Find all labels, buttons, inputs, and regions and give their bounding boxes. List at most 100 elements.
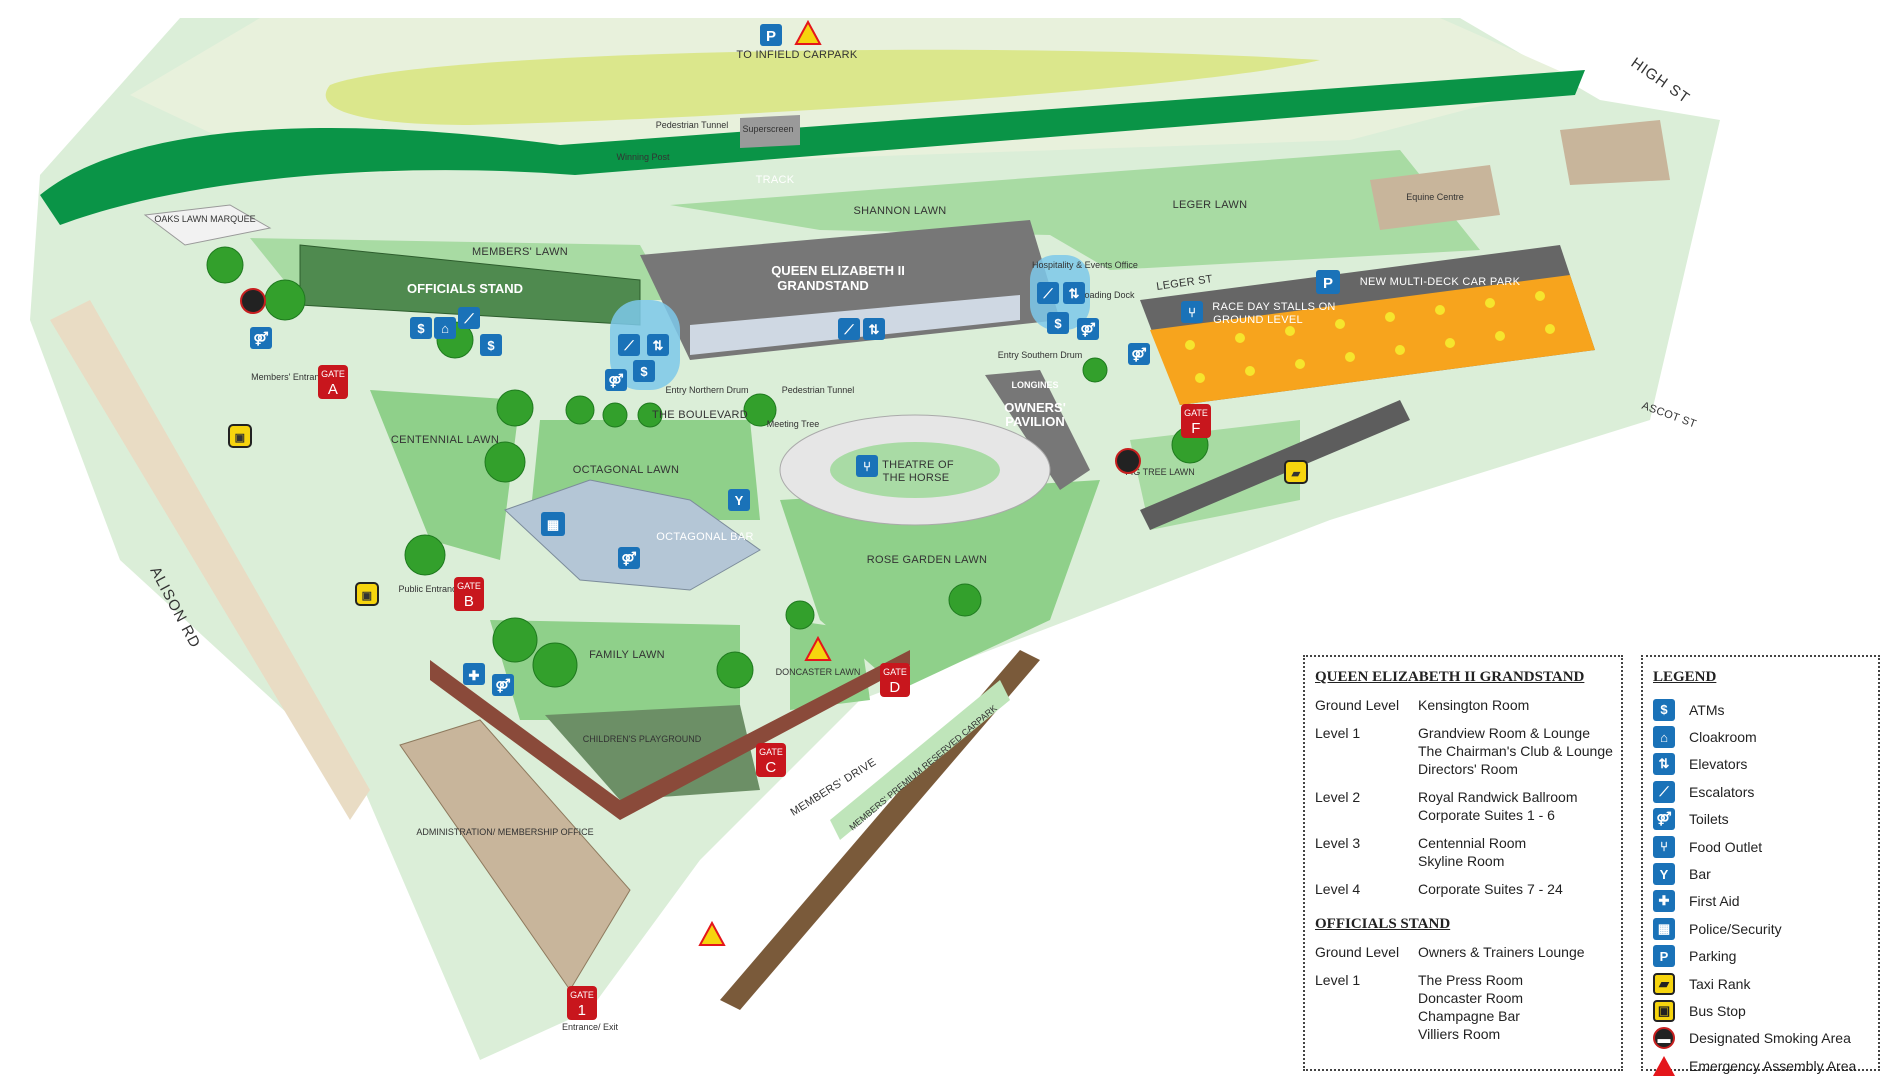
- atm-icon[interactable]: $: [410, 317, 432, 339]
- label-fig-tree: FIG TREE LAWN: [1125, 467, 1195, 477]
- fig-tree-stand: [1140, 400, 1410, 530]
- label-members-lawn: MEMBERS' LAWN: [472, 246, 568, 258]
- parking-icon: P: [1653, 945, 1675, 968]
- gate-1-letter: 1: [578, 1002, 587, 1019]
- room-name: Villiers Room: [1418, 1026, 1501, 1042]
- svg-text:▣: ▣: [362, 590, 373, 602]
- label-officials-stand: OFFICIALS STAND: [407, 281, 523, 296]
- food-outlet-icon[interactable]: ⑂: [1181, 301, 1203, 323]
- smoking-icon[interactable]: [240, 288, 266, 314]
- gate-c[interactable]: GATE C: [756, 743, 786, 777]
- escalator-icon[interactable]: ⟋: [838, 318, 860, 340]
- legend-item: ⇅Elevators: [1653, 751, 1868, 778]
- warning-icon: [698, 920, 726, 946]
- room-name: Champagne Bar: [1418, 1008, 1520, 1024]
- legend-item: ▬Designated Smoking Area: [1653, 1025, 1868, 1052]
- gate-f[interactable]: GATE F: [1181, 404, 1211, 438]
- label-meeting-tree: Meeting Tree: [767, 419, 820, 429]
- svg-text:⟋: ⟋: [843, 322, 854, 337]
- label-octagonal-lawn: OCTAGONAL LAWN: [573, 464, 679, 476]
- legend-title: LEGEND: [1653, 669, 1717, 685]
- label-high-st: HIGH ST: [1628, 54, 1693, 107]
- warning-icon: [1653, 1055, 1675, 1077]
- toilets-icon[interactable]: ⚤: [1077, 318, 1099, 340]
- escalator-icon[interactable]: ⟋: [1037, 282, 1059, 304]
- northern-drum: [610, 300, 680, 390]
- atm-icon: $: [1653, 698, 1675, 721]
- taxi-icon[interactable]: ▰: [1284, 460, 1308, 484]
- first-aid-icon[interactable]: ✚: [463, 663, 485, 685]
- cloakroom-icon: ⌂: [1653, 726, 1675, 749]
- cloakroom-icon[interactable]: ⌂: [434, 317, 456, 339]
- gate-a[interactable]: GATE A: [318, 365, 348, 399]
- label-oaks-lawn: OAKS LAWN MARQUEE: [154, 214, 255, 224]
- escalator-icon[interactable]: ⟋: [618, 334, 640, 356]
- elevator-icon[interactable]: ⇅: [1063, 282, 1085, 304]
- label-owners-1: OWNERS': [1004, 400, 1066, 415]
- toilets-icon[interactable]: ⚤: [250, 327, 272, 349]
- gate-d[interactable]: GATE D: [880, 663, 910, 697]
- svg-text:$: $: [417, 321, 425, 336]
- legend-label: Bus Stop: [1689, 1002, 1746, 1019]
- legend-item: Emergency Assembly Area: [1653, 1052, 1868, 1079]
- level-name: Level 2: [1315, 789, 1361, 805]
- food-outlet-icon: ⑂: [1653, 835, 1675, 858]
- parking-icon[interactable]: P: [1316, 270, 1340, 294]
- gate-c-letter: C: [765, 759, 776, 776]
- gate-b[interactable]: GATE B: [454, 577, 484, 611]
- label-rose-garden: ROSE GARDEN LAWN: [867, 554, 988, 566]
- level-name: Level 4: [1315, 881, 1361, 897]
- equine-centre-building: [1370, 165, 1500, 230]
- label-owners-2: PAVILION: [1005, 414, 1064, 429]
- label-public-entrance: Public Entrance: [398, 584, 461, 594]
- elevator-icon[interactable]: ⇅: [863, 318, 885, 340]
- label-octagonal-bar: OCTAGONAL BAR: [656, 531, 753, 543]
- food-outlet-icon[interactable]: ⑂: [856, 455, 878, 477]
- atm-icon[interactable]: $: [480, 334, 502, 356]
- svg-text:Y: Y: [735, 493, 744, 508]
- level-name: Level 3: [1315, 835, 1361, 851]
- infield-ellipse: [325, 49, 1320, 125]
- legend-item: ✚First Aid: [1653, 888, 1868, 915]
- gate-1[interactable]: GATE 1: [567, 986, 597, 1020]
- police-icon[interactable]: ▦: [541, 512, 565, 536]
- toilets-icon[interactable]: ⚤: [492, 674, 514, 696]
- room-name: Doncaster Room: [1418, 990, 1524, 1006]
- bar-icon[interactable]: Y: [728, 489, 750, 511]
- label-pedestrian-tunnel-top: Pedestrian Tunnel: [656, 120, 729, 130]
- legend-item: ⟋Escalators: [1653, 778, 1868, 805]
- owners-pavilion: [985, 370, 1090, 490]
- escalator-icon[interactable]: ⟋: [458, 307, 480, 329]
- legend-label: ATMs: [1689, 701, 1725, 718]
- parking-icon[interactable]: P: [760, 24, 782, 46]
- toilets-icon[interactable]: ⚤: [605, 369, 627, 391]
- svg-text:⚤: ⚤: [1080, 322, 1095, 337]
- svg-text:$: $: [1054, 316, 1062, 331]
- gate-b-letter: B: [464, 593, 474, 610]
- bus-icon[interactable]: ▣: [228, 424, 252, 448]
- atm-icon[interactable]: $: [633, 360, 655, 382]
- bus-icon[interactable]: ▣: [355, 582, 379, 606]
- svg-text:⚤: ⚤: [495, 678, 510, 693]
- smoking-icon[interactable]: [1115, 448, 1141, 474]
- svg-text:⟋: ⟋: [623, 338, 634, 353]
- toilets-icon[interactable]: ⚤: [618, 547, 640, 569]
- escalator-icon: ⟋: [1653, 780, 1675, 803]
- label-qe2-1: QUEEN ELIZABETH II: [771, 263, 905, 278]
- elevator-icon[interactable]: ⇅: [647, 334, 669, 356]
- svg-text:⇅: ⇅: [1069, 286, 1080, 301]
- toilets-icon[interactable]: ⚤: [1128, 343, 1150, 365]
- label-track: TRACK: [756, 174, 795, 186]
- shannon-leger-lawn: [670, 150, 1480, 270]
- smoking-icon: ▬: [1653, 1027, 1675, 1050]
- svg-text:$: $: [640, 364, 648, 379]
- atm-icon[interactable]: $: [1047, 312, 1069, 334]
- label-doncaster-lawn: DONCASTER LAWN: [776, 667, 861, 677]
- room-name: Royal Randwick Ballroom: [1418, 789, 1578, 805]
